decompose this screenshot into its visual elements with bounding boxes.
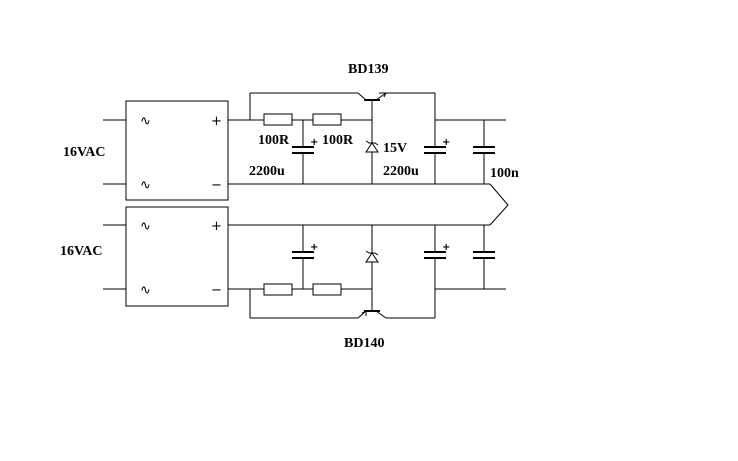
transistor-bd139: [357, 92, 387, 120]
zener-diode: [365, 120, 379, 184]
minus-terminal: −: [211, 283, 222, 298]
negative-regulator: + +: [228, 225, 506, 319]
resistor-2: [312, 113, 342, 126]
plus-terminal: +: [211, 219, 222, 234]
ac-symbol-icon: ∿: [140, 219, 151, 234]
cap-polarity: +: [310, 242, 318, 253]
zener-label: 15V: [383, 141, 407, 156]
cap-label-2: 2200u: [383, 164, 419, 179]
resistor-label-1: 100R: [258, 133, 290, 148]
cap-polarity: +: [310, 137, 318, 148]
transistor-label-top: BD139: [348, 62, 388, 77]
minus-terminal: −: [211, 178, 222, 193]
cap-polarity: +: [442, 242, 450, 253]
resistor-4: [312, 283, 342, 296]
positive-regulator: + +: [228, 92, 506, 184]
vac-label-top: 16VAC: [63, 145, 106, 160]
transistor-bd140: [357, 289, 387, 319]
ac-symbol-icon: ∿: [140, 283, 151, 298]
cap-polarity: +: [442, 137, 450, 148]
plus-terminal: +: [211, 114, 222, 129]
resistor-3: [263, 283, 293, 296]
bridge-rectifier-top: ∿ ∿ + −: [103, 100, 229, 201]
transistor-label-bottom: BD140: [344, 336, 384, 351]
resistor-label-2: 100R: [322, 133, 354, 148]
bridge-rectifier-bottom: ∿ ∿ + −: [103, 206, 229, 307]
cap-label-3: 100n: [490, 166, 519, 181]
cap-label-1: 2200u: [249, 164, 285, 179]
ac-symbol-icon: ∿: [140, 114, 151, 129]
vac-label-bottom: 16VAC: [60, 244, 103, 259]
resistor-1: [263, 113, 293, 126]
ground-rail: [228, 183, 509, 226]
ac-symbol-icon: ∿: [140, 178, 151, 193]
zener-diode: [365, 225, 379, 289]
